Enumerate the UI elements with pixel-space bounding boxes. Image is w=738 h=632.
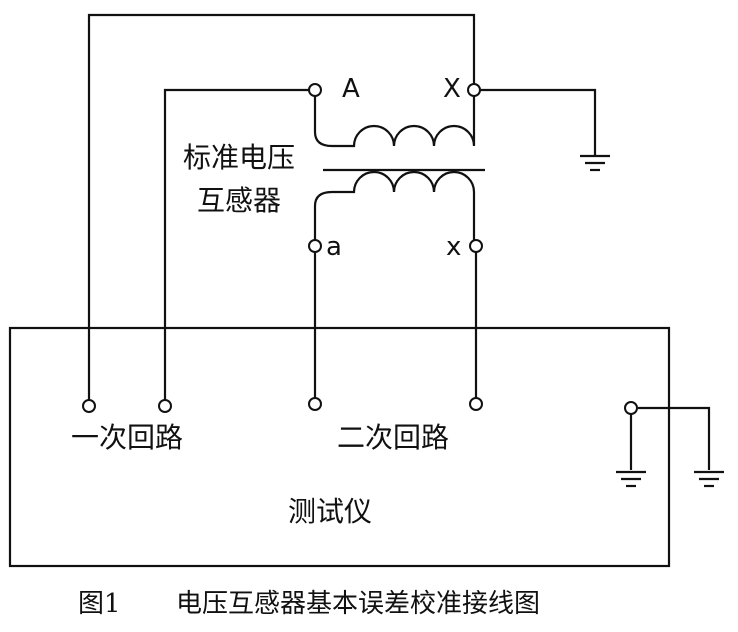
terminal-primary-2 <box>158 399 172 413</box>
label-terminal-a: a <box>326 232 342 262</box>
wire-primary-inner <box>163 88 309 400</box>
label-secondary-loop: 二次回路 <box>337 421 449 454</box>
wire-primary-outer <box>87 13 476 400</box>
label-terminal-A: A <box>342 74 360 104</box>
label-primary-loop: 一次回路 <box>71 421 183 454</box>
terminal-x <box>469 239 483 253</box>
ground-icon <box>694 470 724 488</box>
wire-x-ground <box>480 88 597 156</box>
label-transformer-line1: 标准电压 <box>183 141 295 174</box>
ground-icon <box>580 154 610 172</box>
ground-icon <box>616 470 646 488</box>
terminal-secondary-1 <box>308 397 322 411</box>
terminal-X <box>467 83 481 97</box>
terminal-primary-1 <box>82 399 96 413</box>
wire-tester-ground <box>638 406 711 470</box>
label-transformer-line2: 互感器 <box>197 184 281 217</box>
label-terminal-X: X <box>443 74 461 104</box>
primary-winding <box>313 96 476 148</box>
label-tester: 测试仪 <box>288 495 372 528</box>
terminal-secondary-2 <box>469 397 483 411</box>
terminal-ground <box>624 401 638 415</box>
figure-title: 电压互感器基本误差校准接线图 <box>176 589 540 619</box>
label-terminal-x: x <box>446 232 461 262</box>
secondary-winding <box>313 170 476 240</box>
figure-number: 图1 <box>78 589 121 619</box>
terminal-a <box>308 239 322 253</box>
tester-box <box>8 326 671 568</box>
terminal-A <box>308 83 322 97</box>
